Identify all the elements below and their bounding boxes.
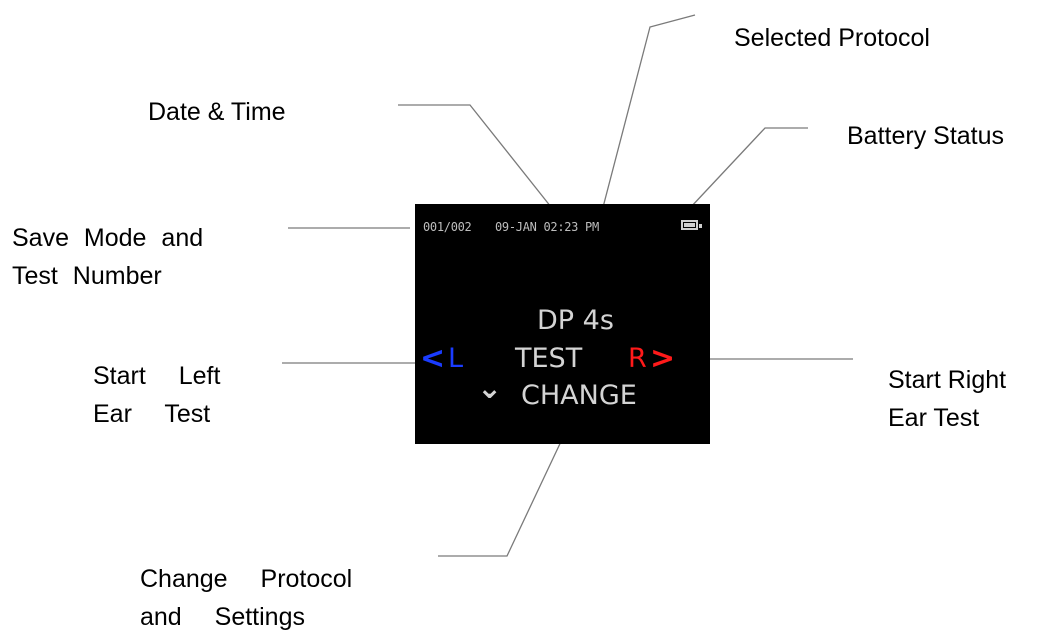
- device-screen: 001/002 09-JAN 02:23 PM DP 4s < L TEST R…: [415, 204, 710, 444]
- test-number: 001/002: [423, 220, 472, 234]
- left-ear-label[interactable]: L: [448, 343, 464, 374]
- callout-start-right: Start Right Ear Test: [888, 361, 1006, 437]
- callout-start-left-line-2: Ear Test: [93, 400, 211, 428]
- callout-start-left: Start Left Ear Test: [93, 357, 220, 433]
- callout-change-protocol: Change Protocol and Settings: [140, 560, 352, 633]
- status-bar: 001/002 09-JAN 02:23 PM: [415, 218, 710, 238]
- callout-save-mode-line-1: Save Mode and: [12, 224, 204, 252]
- test-label: TEST: [515, 343, 583, 374]
- left-chevron-icon[interactable]: <: [420, 341, 446, 376]
- leader-change-protocol: [438, 432, 566, 557]
- callout-battery-status: Battery Status: [847, 117, 1004, 155]
- battery-full-icon: [681, 220, 702, 230]
- callout-battery-status-text: Battery Status: [847, 122, 1005, 150]
- chevron-down-icon[interactable]: ⌄: [477, 371, 503, 406]
- callout-start-right-line-1: Start Right: [888, 366, 1007, 394]
- date-time-readout: 09-JAN 02:23 PM: [495, 220, 599, 234]
- callout-change-protocol-line-2: and Settings: [140, 603, 305, 631]
- callout-date-time-text: Date & Time: [148, 98, 286, 126]
- callout-selected-protocol: Selected Protocol: [734, 19, 930, 57]
- leader-battery-status: [689, 127, 808, 209]
- callout-change-protocol-line-1: Change Protocol: [140, 565, 353, 593]
- callout-save-mode-line-2: Test Number: [12, 262, 162, 290]
- protocol-name: DP 4s: [537, 305, 614, 336]
- leader-date-time: [398, 104, 556, 213]
- callout-date-time: Date & Time: [148, 93, 286, 131]
- callout-start-left-line-1: Start Left: [93, 362, 221, 390]
- change-label[interactable]: CHANGE: [521, 380, 637, 411]
- right-ear-label[interactable]: R: [628, 343, 647, 374]
- callout-start-right-line-2: Ear Test: [888, 404, 980, 432]
- callout-save-mode: Save Mode and Test Number: [12, 219, 203, 295]
- callout-selected-protocol-text: Selected Protocol: [734, 24, 930, 52]
- right-chevron-icon[interactable]: >: [650, 341, 676, 376]
